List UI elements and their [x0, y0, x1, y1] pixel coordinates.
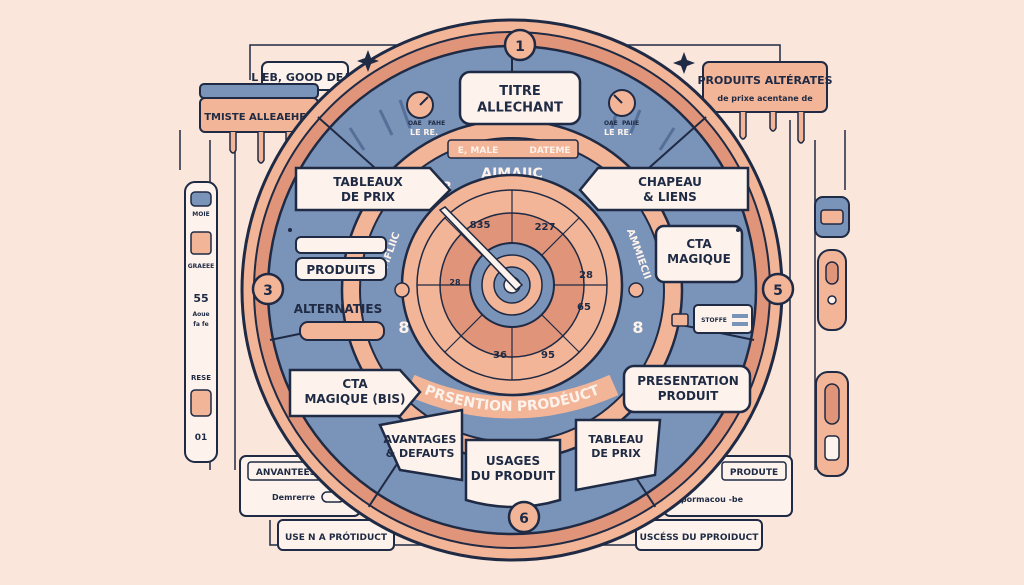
segment-label-line: DE PRIX	[341, 190, 396, 204]
segment-label-line: CHAPEAU	[638, 175, 702, 189]
svg-text:227: 227	[535, 222, 556, 233]
badge-top: 1	[503, 28, 537, 62]
sparkle-icon	[673, 52, 695, 74]
mini-gauge-left: OAE FAHE LE RE.	[406, 91, 445, 137]
panel-bottom-right-2: pormacou -be	[681, 495, 744, 504]
badge-right: 5	[761, 272, 795, 306]
segment-label-line: AVANTAGES	[384, 433, 457, 446]
segment-left-1: PRODUITS	[295, 236, 387, 281]
panel-top-right-title: PRODUITS ALTÉRATES	[697, 74, 832, 87]
svg-text:OAE: OAE	[408, 120, 422, 127]
sparkle-icons	[288, 50, 740, 232]
svg-text:3: 3	[263, 283, 273, 299]
svg-text:95: 95	[541, 350, 555, 361]
svg-text:01: 01	[195, 433, 208, 443]
segment-label-line: & LIENS	[643, 190, 697, 204]
svg-text:OAE: OAE	[604, 120, 618, 127]
left-widget-icon-2	[190, 231, 212, 255]
segment-label-line: PRESENTATION	[637, 374, 739, 388]
svg-text:6: 6	[519, 511, 529, 527]
segment-label-line: TABLEAUX	[333, 175, 403, 189]
svg-text:PAIIE: PAIIE	[622, 120, 639, 127]
svg-text:28: 28	[579, 270, 593, 281]
dial-needle	[438, 206, 524, 292]
svg-text:8: 8	[398, 318, 409, 337]
badge-left: 3	[251, 272, 285, 306]
panel-top-left-1-label: L EB, GOOD DEAL	[251, 71, 359, 84]
badge-bottom: 6	[507, 500, 541, 534]
left-widget-icon-1	[190, 191, 212, 207]
panel-bottom-right-3: USCÉSS DU PPROIDUCT	[640, 531, 760, 543]
svg-text:8: 8	[632, 318, 643, 337]
svg-text:36: 36	[493, 350, 507, 361]
svg-text:fa fe: fa fe	[193, 321, 208, 328]
panel-bottom-left-2: Demrerre	[272, 493, 316, 502]
sparkle-icon	[357, 50, 379, 72]
band-left-label: E, MALE	[458, 146, 499, 156]
svg-text:LE RE.: LE RE.	[604, 128, 632, 137]
left-widget-icon-3	[190, 389, 212, 417]
segment-label-line: TABLEAU	[588, 433, 643, 446]
segment-left-1-label: PRODUITS	[306, 263, 375, 277]
segment-label-line: CTA	[686, 237, 712, 251]
panel-top-left-2: TMISTE ALLEAEHER	[199, 83, 319, 133]
svg-text:835: 835	[470, 220, 491, 231]
segment-label-line: USAGES	[486, 454, 540, 468]
segment-label-line: ALLECHANT	[477, 100, 563, 115]
left-column: MOIE GRAEEE 55 Aoue fa fe RESE 01	[184, 181, 218, 463]
panel-top-right: PRODUITS ALTÉRATES de prixe acentane de	[697, 61, 833, 113]
svg-text:STOFFE: STOFFE	[701, 317, 727, 324]
segment-label-line: PRODUIT	[658, 389, 719, 403]
right-column	[814, 196, 850, 477]
segment-upper-right: CHAPEAU& LIENS	[578, 166, 750, 212]
panel-bottom-right-1: PRODUTE	[730, 468, 778, 478]
svg-text:Aoue: Aoue	[192, 311, 209, 318]
band-right-label: DATEME	[529, 146, 570, 156]
svg-text:5: 5	[773, 283, 783, 299]
segment-right-badge: STOFFE	[671, 304, 753, 334]
panel-bottom-left-1: ANVANTEES	[256, 468, 316, 478]
mini-gauge-right: OAE PAIIE LE RE.	[604, 89, 639, 137]
segment-label-line: DE PRIX	[591, 447, 641, 460]
segment-left-2-label: ALTERNATIES	[294, 302, 382, 316]
segment-label-line: MAGIQUE (BIS)	[304, 392, 405, 406]
segment-left-2: ALTERNATIES	[294, 302, 385, 341]
svg-text:1: 1	[515, 39, 525, 55]
panel-top-left-2-label: TMISTE ALLEAEHER	[204, 112, 314, 123]
svg-text:AVANTAGES& DEFAUTS: AVANTAGES& DEFAUTS	[384, 433, 457, 460]
segment-bottom-left: AVANTAGES& DEFAUTS	[378, 408, 464, 482]
svg-text:65: 65	[577, 302, 591, 313]
panel-bottom-left-3: USE N A PRÓTIDUCT	[285, 531, 388, 543]
svg-text:CHAPEAU& LIENS: CHAPEAU& LIENS	[638, 175, 702, 204]
svg-text:FAHE: FAHE	[428, 120, 445, 127]
drips-right	[739, 112, 805, 144]
panel-top-right-sub: de prixe acentane de	[717, 94, 813, 103]
svg-text:LE RE.: LE RE.	[410, 128, 438, 137]
svg-text:MOIE: MOIE	[192, 211, 209, 218]
svg-text:28: 28	[449, 278, 461, 287]
svg-text:RESE: RESE	[191, 374, 211, 382]
segment-label-line: TITRE	[499, 84, 540, 99]
svg-text:GRAEEE: GRAEEE	[188, 263, 214, 270]
segment-label-line: & DEFAUTS	[386, 447, 455, 460]
segment-label-line: MAGIQUE	[667, 252, 731, 266]
svg-text:55: 55	[193, 292, 208, 305]
segment-label-line: DU PRODUIT	[471, 469, 556, 483]
segment-label-line: CTA	[342, 377, 368, 391]
